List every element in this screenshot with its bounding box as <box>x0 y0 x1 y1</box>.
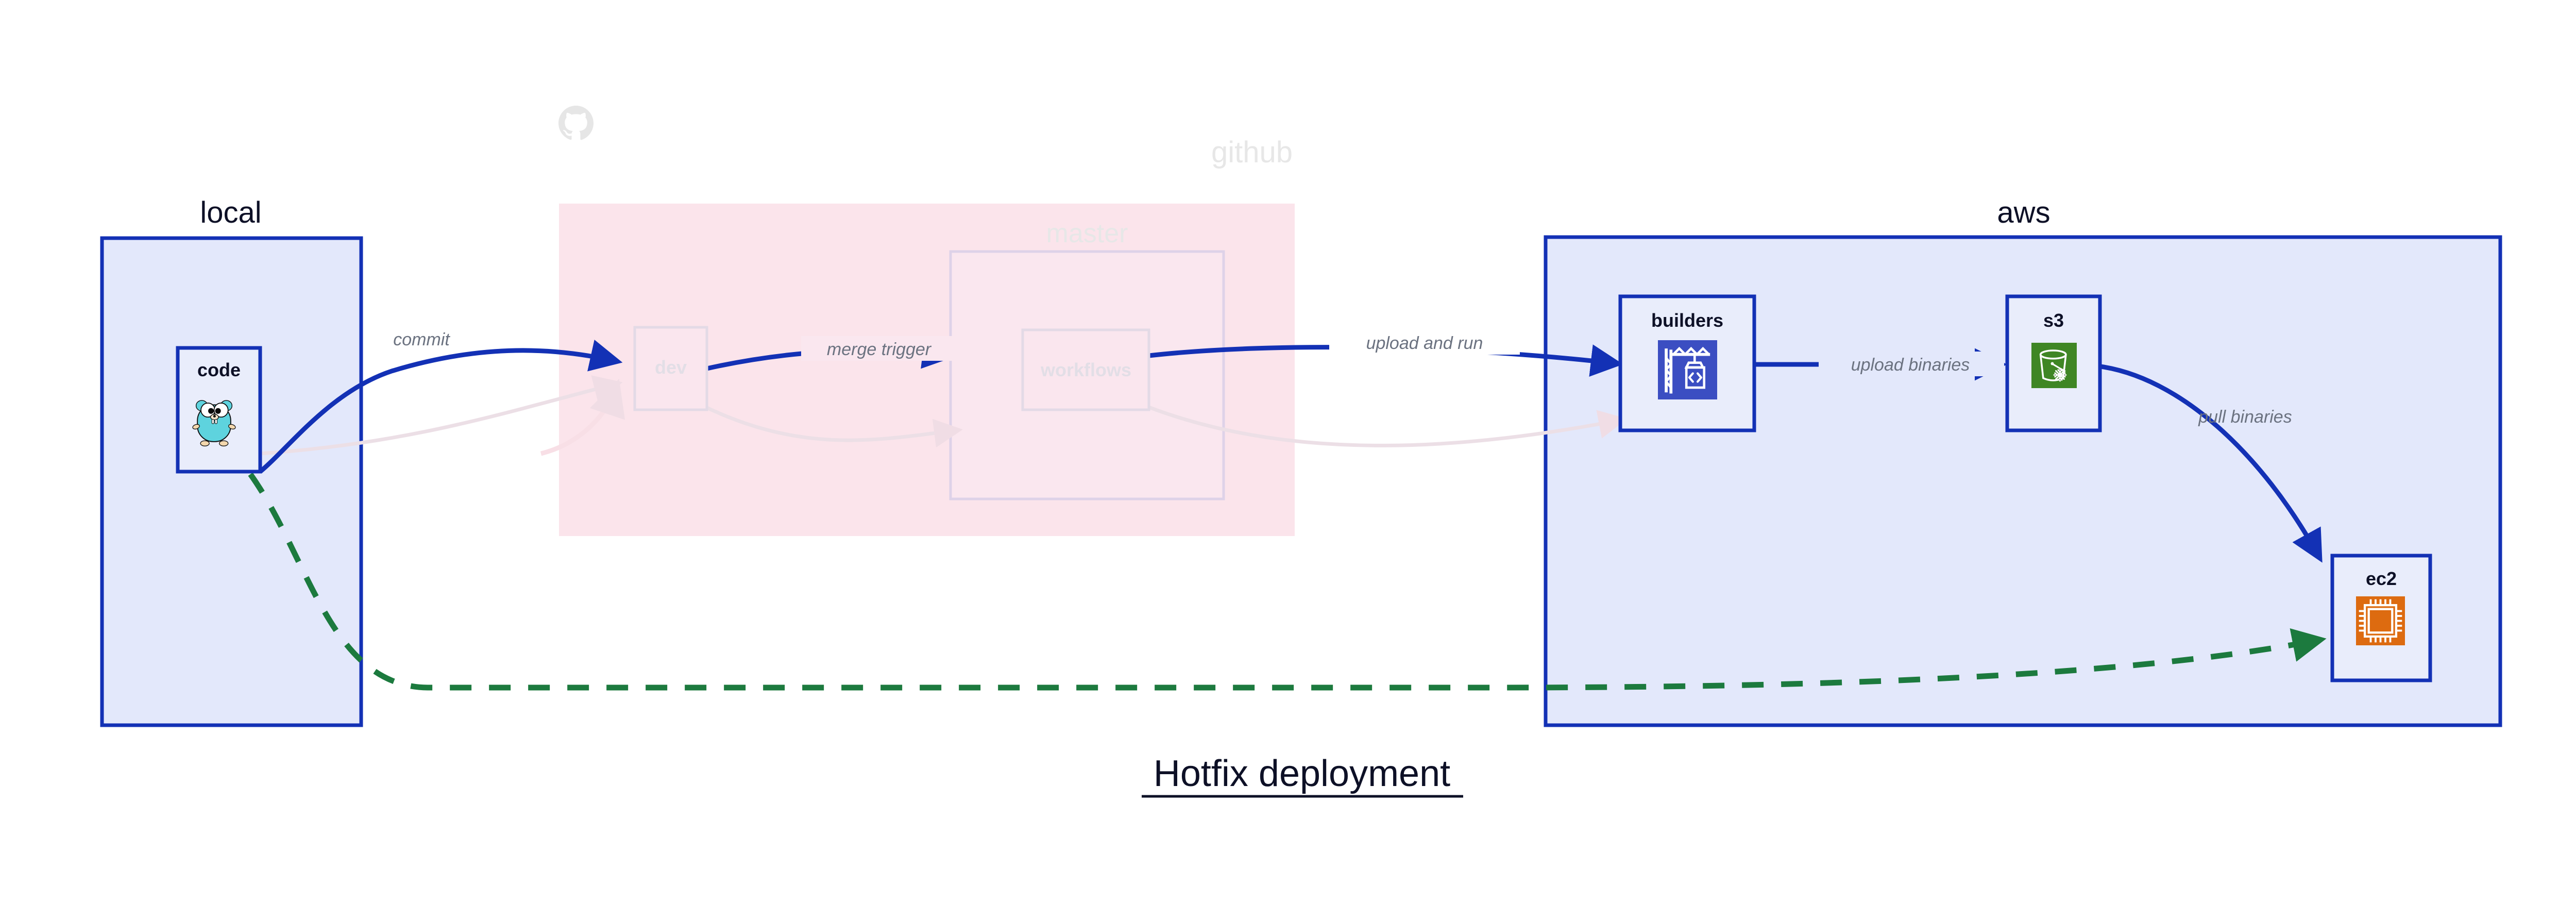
edge-label-merge-trigger: merge trigger <box>827 340 932 359</box>
edge-faded-dev-workflows <box>705 405 963 448</box>
aws-codebuild-icon <box>1658 340 1717 399</box>
aws-s3-glacier-icon <box>2030 342 2078 389</box>
edge-hotfix-direct <box>248 472 2327 691</box>
edge-label-upload-binaries: upload binaries <box>1851 355 1970 375</box>
master-subgroup-label: master <box>1046 219 1128 248</box>
commit-label-bg <box>381 327 464 352</box>
dev-node-box[interactable] <box>633 326 708 411</box>
diagram-title-text: Hotfix deployment <box>1154 753 1450 794</box>
local-group-label: local <box>200 196 261 229</box>
ec2-node-box[interactable] <box>2330 554 2432 682</box>
workflows-node-label: workflows <box>1040 359 1131 380</box>
upload-binaries-label-bg <box>1819 352 2004 376</box>
edge-faded-code-dev <box>260 375 623 456</box>
edge-label-layer: commit merge trigger upload and run uplo… <box>381 327 2292 427</box>
faded-edge-layer <box>260 375 1628 456</box>
s3-node-label: s3 <box>2043 310 2064 331</box>
ec2-node-label: ec2 <box>2366 568 2397 589</box>
node-dev[interactable]: dev <box>633 326 708 411</box>
subgroup-master: master <box>949 219 1225 500</box>
group-local: local <box>100 196 363 727</box>
node-builders[interactable]: builders <box>1618 294 1756 432</box>
upload-and-run-label-bg <box>1329 330 1520 355</box>
edge-label-upload-and-run: upload and run <box>1366 333 1483 353</box>
github-group-label: github <box>1211 136 1293 169</box>
diagram-title: Hotfix deployment <box>1142 753 1463 798</box>
edge-pink-into-dev <box>540 378 625 456</box>
aws-ec2-icon <box>2356 596 2405 645</box>
faded-pink-edge-layer <box>540 378 625 456</box>
builders-node-label: builders <box>1651 310 1723 331</box>
aws-group-label: aws <box>1997 196 2050 229</box>
code-node-label: code <box>197 359 241 380</box>
local-group-box <box>100 236 363 727</box>
node-code[interactable]: code <box>176 346 262 474</box>
edge-faded-workflows-builders <box>1148 405 1628 447</box>
edge-label-commit: commit <box>393 330 450 349</box>
github-octocat-icon <box>558 106 594 140</box>
dev-node-label: dev <box>655 357 687 378</box>
edge-label-pull-binaries: pull binaries <box>2198 407 2292 427</box>
edge-pull-binaries <box>2096 363 2323 563</box>
merge-trigger-label-bg <box>801 336 958 361</box>
workflows-node-box[interactable] <box>1021 328 1150 411</box>
node-s3[interactable]: s3 <box>2005 294 2102 432</box>
node-workflows[interactable]: workflows <box>1021 328 1150 411</box>
node-ec2[interactable]: ec2 <box>2330 554 2432 682</box>
edge-commit <box>259 340 623 474</box>
